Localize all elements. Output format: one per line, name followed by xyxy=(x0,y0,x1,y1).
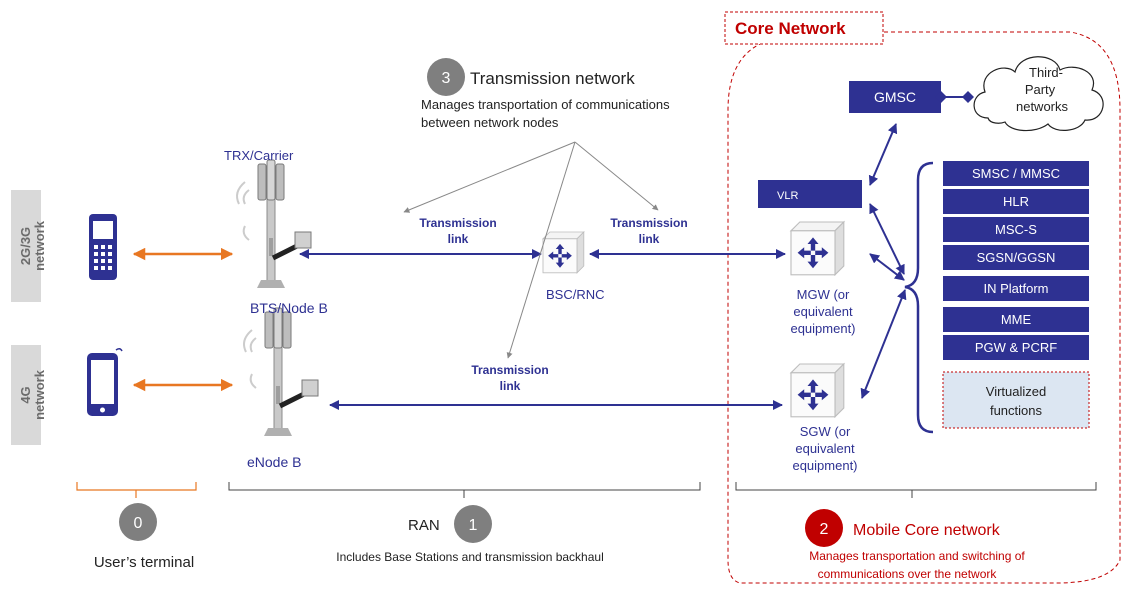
band-4g-line2: network xyxy=(32,369,47,420)
core-bracket xyxy=(735,482,1097,498)
virtualized-line1: Virtualized xyxy=(986,384,1046,399)
trx-carrier-label: TRX/Carrier xyxy=(224,148,294,163)
sgw-label-1: SGW (or xyxy=(800,424,851,439)
link-vlr-gmsc xyxy=(868,123,898,186)
core-title: Mobile Core network xyxy=(853,522,1001,539)
core-network-label-box xyxy=(724,11,884,45)
ran-title: RAN xyxy=(408,517,440,534)
band-2g3g xyxy=(11,190,41,302)
function-label: IN Platform xyxy=(983,281,1048,296)
core-desc-2: communications over the network xyxy=(818,567,998,581)
mgw-label-2: equivalent xyxy=(793,304,853,319)
function-box xyxy=(943,161,1089,186)
router-cube-icon xyxy=(790,221,845,276)
ran-number: 1 xyxy=(469,517,478,534)
function-label: HLR xyxy=(1003,194,1029,209)
terminal-number: 0 xyxy=(134,515,143,532)
enode-b-label: eNode B xyxy=(247,454,301,470)
ran-number-bubble xyxy=(454,505,492,543)
transmission-desc-2: between network nodes xyxy=(421,115,559,130)
sgw-label-2: equivalent xyxy=(795,441,855,456)
ran-bracket xyxy=(228,482,701,498)
function-box xyxy=(943,217,1089,242)
transmission-link-3-line1: Transmission xyxy=(471,363,548,377)
pointer-arrow xyxy=(403,141,576,213)
bsc-rnc-label: BSC/RNC xyxy=(546,287,605,302)
transmission-number-bubble xyxy=(427,58,465,96)
function-box xyxy=(943,276,1089,301)
core-network-boundary xyxy=(727,31,1121,584)
router-cube-icon xyxy=(790,363,845,418)
transmission-link-1-line1: Transmission xyxy=(419,216,496,230)
transmission-link-2-line1: Transmission xyxy=(610,216,687,230)
function-label: SGSN/GGSN xyxy=(977,250,1056,265)
core-network-label: Core Network xyxy=(735,19,846,38)
transmission-desc-1: Manages transportation of communications xyxy=(421,97,670,112)
smartphone-icon xyxy=(87,347,123,416)
band-4g xyxy=(11,345,41,445)
core-number-bubble xyxy=(805,509,843,547)
terminal-bracket xyxy=(76,482,197,498)
link-sgw-functions xyxy=(860,289,907,399)
transmission-link-2-line2: link xyxy=(639,232,660,246)
core-desc-1: Manages transportation and switching of xyxy=(809,549,1025,563)
router-cube-icon xyxy=(542,231,585,274)
band-4g-line1: 4G xyxy=(18,386,33,403)
cell-tower-icon xyxy=(237,160,311,288)
virtualized-line2: functions xyxy=(990,403,1043,418)
band-2g3g-line2: network xyxy=(32,220,47,271)
function-box xyxy=(943,307,1089,332)
vlr-label: VLR xyxy=(777,190,798,202)
sgw-label-3: equipment) xyxy=(792,458,857,473)
transmission-number: 3 xyxy=(442,70,451,87)
gmsc-box xyxy=(849,81,941,113)
transmission-link-3-line2: link xyxy=(500,379,521,393)
virtualized-functions-box xyxy=(942,371,1090,429)
vlr-box xyxy=(758,180,862,208)
core-functions-list: SMSC / MMSC HLR MSC-S SGSN/GGSN IN Platf… xyxy=(943,161,1089,360)
ran-description: Includes Base Stations and transmission … xyxy=(336,550,604,564)
bts-node-b-label: BTS/Node B xyxy=(250,300,328,316)
third-party-line3: networks xyxy=(1016,99,1069,114)
function-label: SMSC / MMSC xyxy=(972,166,1060,181)
transmission-link-1-line2: link xyxy=(448,232,469,246)
band-2g3g-line1: 2G/3G xyxy=(18,227,33,265)
function-box xyxy=(943,189,1089,214)
terminal-number-bubble xyxy=(119,503,157,541)
core-number: 2 xyxy=(820,521,829,538)
third-party-line1: Third- xyxy=(1029,65,1063,80)
mobile-phone-icon xyxy=(89,214,117,280)
mgw-label-1: MGW (or xyxy=(797,287,850,302)
function-box xyxy=(943,245,1089,270)
third-party-line2: Party xyxy=(1025,82,1056,97)
functions-brace xyxy=(904,161,934,434)
transmission-title: Transmission network xyxy=(470,69,635,88)
function-label: PGW & PCRF xyxy=(975,340,1057,355)
cloud-icon xyxy=(973,56,1104,132)
function-label: MME xyxy=(1001,312,1032,327)
pointer-arrow xyxy=(506,141,576,359)
function-label: MSC-S xyxy=(995,222,1037,237)
terminal-label: User’s terminal xyxy=(94,554,194,571)
function-box xyxy=(943,335,1089,360)
link-mgw-functions xyxy=(869,253,905,281)
pointer-arrow xyxy=(574,141,659,211)
mgw-label-3: equipment) xyxy=(790,321,855,336)
cell-tower-icon xyxy=(244,308,318,436)
gmsc-label: GMSC xyxy=(874,89,916,105)
link-vlr-functions xyxy=(869,203,905,275)
